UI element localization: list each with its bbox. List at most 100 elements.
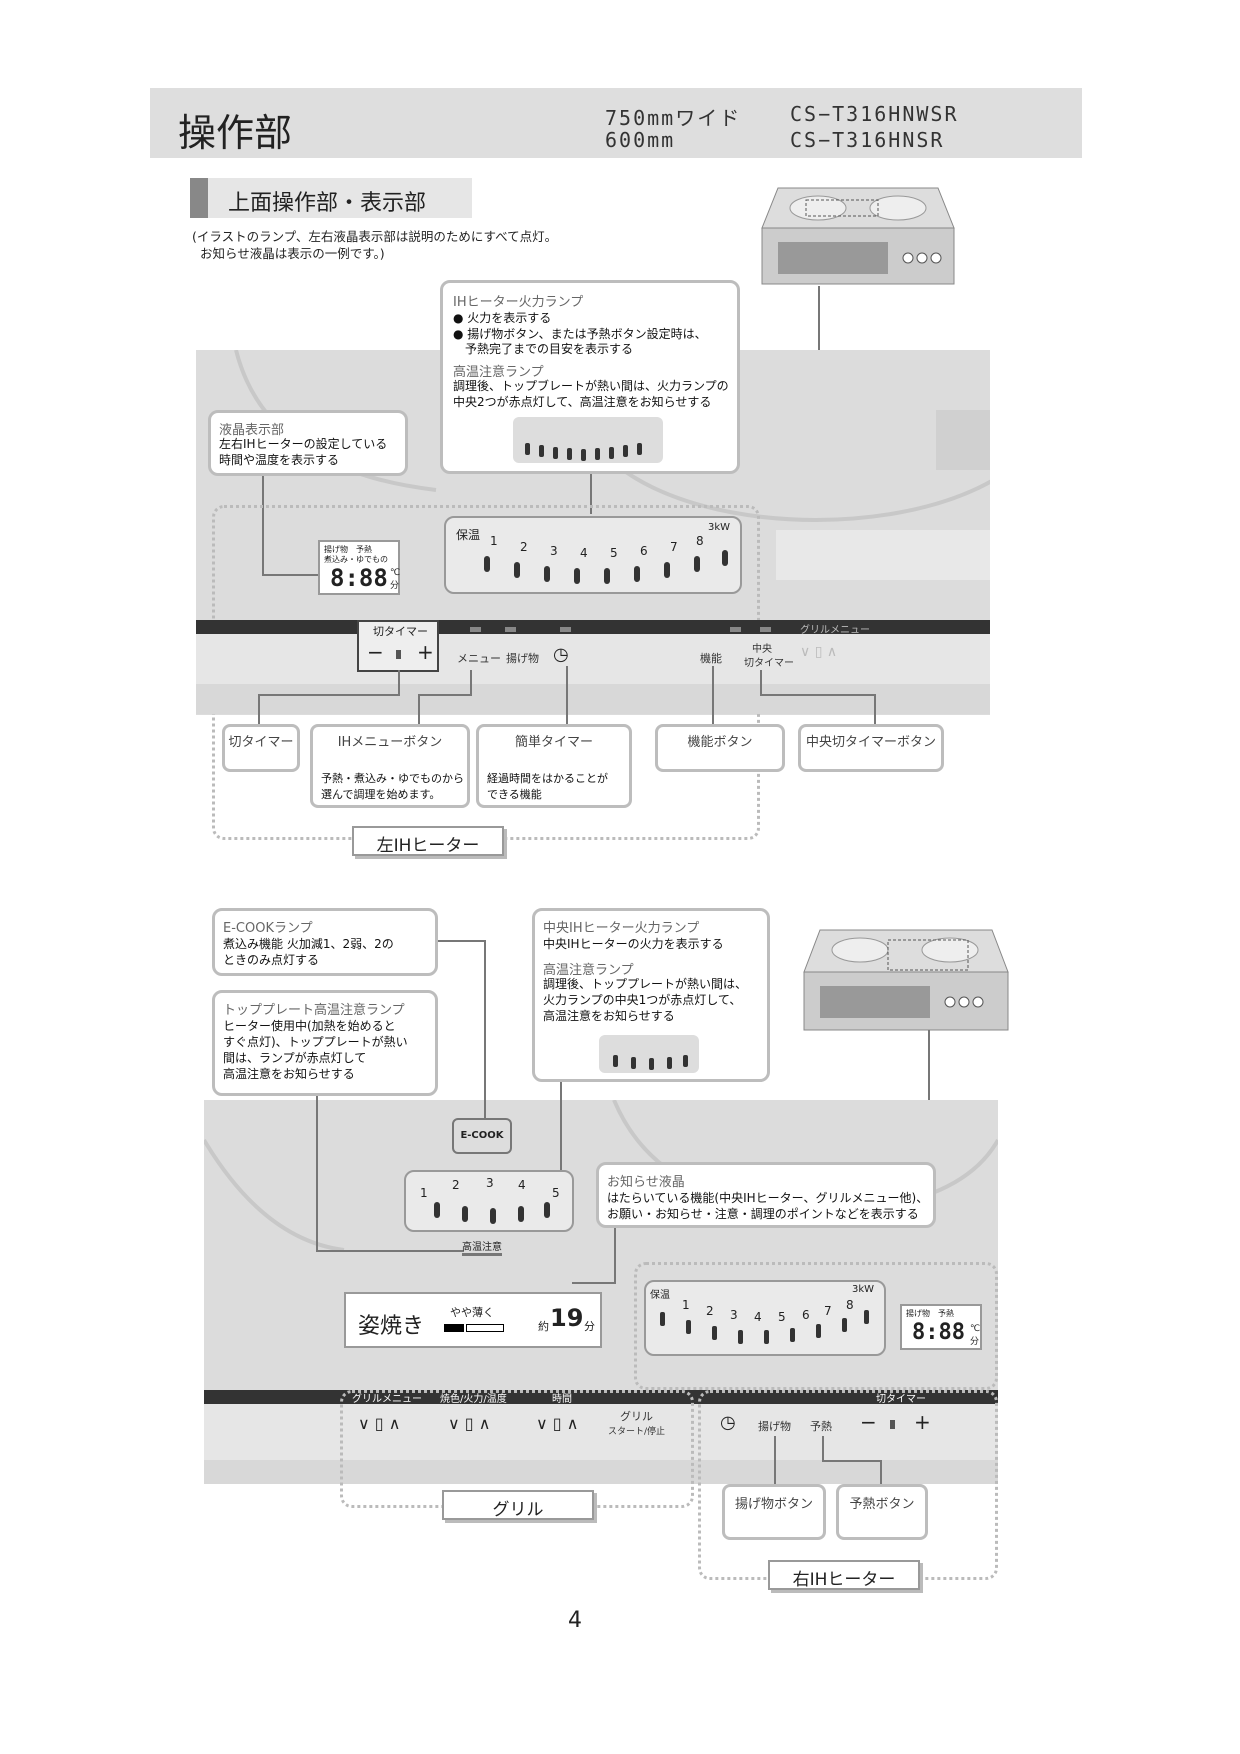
power-lamps — [484, 550, 728, 584]
stove-thumbnail-bottom — [803, 929, 1009, 1031]
right-timer-plus-button[interactable]: + — [914, 1410, 931, 1434]
callout-text: ときのみ点灯する — [223, 953, 320, 967]
indicator-lamp — [470, 627, 481, 632]
yonetsu-button[interactable]: 予熱 — [810, 1420, 832, 1433]
faded-arrows: ∨ ▯ ∧ — [800, 644, 838, 660]
section-note-2: お知らせ液晶は表示の一例です。) — [200, 246, 385, 261]
chuou-timer-button[interactable]: 中央 — [752, 644, 772, 655]
center-power-lamps — [434, 1202, 550, 1224]
indicator-lamp — [560, 627, 571, 632]
right-timer-indicator — [890, 1420, 895, 1429]
scale-label: 保温 — [650, 1290, 670, 1301]
scale-label: 7 — [824, 1304, 832, 1318]
ecook-badge: E-COOK — [452, 1118, 512, 1154]
callout-heading: 高温注意ランプ — [543, 963, 634, 978]
center-lamp-scale-icon — [599, 1035, 699, 1073]
oshirase-callout: お知らせ液晶 はたらいている機能(中央IHヒーター、グリルメニュー他)、 お願い… — [596, 1162, 936, 1228]
leader-line — [774, 1436, 776, 1490]
grill-start-button[interactable]: グリル — [620, 1410, 653, 1423]
scale-label: 1 — [682, 1298, 690, 1312]
callout-text: 中央2つが赤点灯して、高温注意をお知らせする — [453, 395, 712, 409]
callout-text: お願い・お知らせ・注意・調理のポイントなどを表示する — [607, 1207, 919, 1221]
timer-minus-button[interactable]: − — [367, 640, 384, 664]
scale-label: 6 — [640, 544, 648, 558]
lcd-mode-label: 揚げ物 予熱 — [324, 545, 372, 554]
scale-label: 4 — [518, 1178, 526, 1192]
callout-text: すぐ点灯)、トッププレートが熱い — [223, 1035, 408, 1049]
header-bar: 操作部 750mmワイド CS−T316HNWSR 600mm CS−T316H… — [150, 88, 1082, 158]
clock-icon[interactable]: ◷ — [553, 644, 569, 665]
scale-label: 5 — [778, 1310, 786, 1324]
right-timer-minus-button[interactable]: − — [860, 1410, 877, 1434]
section-title: 上面操作部・表示部 — [228, 191, 427, 216]
lcd-dish-name: 姿焼き — [358, 1314, 425, 1339]
scale-label: 3 — [730, 1308, 738, 1322]
callout-text: 調理後、トッププレートが熱い間は、 — [543, 977, 748, 991]
clock-icon[interactable]: ◷ — [720, 1412, 736, 1433]
yakiiro-arrows[interactable]: ∨ ▯ ∧ — [448, 1414, 491, 1433]
lcd-unit: ℃分 — [970, 1324, 981, 1347]
lcd-unit: 分 — [584, 1320, 595, 1333]
leader-line — [398, 670, 400, 696]
agemono-button-right[interactable]: 揚げ物 — [758, 1420, 791, 1433]
model-code-1: CS−T316HNWSR — [790, 102, 959, 126]
leader-line — [590, 474, 592, 514]
scale-label: 1 — [490, 534, 498, 548]
leader-line — [258, 694, 398, 696]
indicator-lamp — [505, 627, 516, 632]
leader-line — [822, 1436, 824, 1462]
callout-heading: トッププレート高温注意ランプ — [223, 1003, 405, 1018]
bottom-panel-illustration — [204, 1100, 998, 1430]
right-power-scale: 保温 1 2 3 4 5 6 7 8 3kW — [644, 1280, 886, 1356]
callout-heading: IHヒーター火力ランプ — [453, 295, 584, 310]
leader-line — [874, 694, 876, 730]
leader-line — [822, 1460, 882, 1462]
kinou-button[interactable]: 機能 — [700, 652, 722, 665]
leader-line — [560, 1082, 562, 1172]
strip-label: 焼色/火力/温度 — [440, 1394, 507, 1405]
menu-button[interactable]: メニュー — [457, 652, 501, 665]
lcd-digits: 8:88 — [330, 564, 388, 592]
scale-label: 保温 — [456, 528, 481, 542]
leader-line — [880, 1460, 882, 1490]
lamp-scale-icon — [513, 417, 663, 463]
center-ih-callout: 中央IHヒーター火力ランプ 中央IHヒーターの火力を表示する 高温注意ランプ 調… — [532, 908, 770, 1082]
scale-label: 3kW — [852, 1284, 875, 1295]
grill-start-label: スタート/停止 — [608, 1427, 666, 1437]
model-size-1: 750mmワイド — [605, 106, 742, 130]
label-title: 簡単タイマー — [514, 735, 593, 750]
strip-label: グリルメニュー — [352, 1394, 422, 1405]
left-timer-group: 切タイマー − + — [357, 620, 439, 672]
leader-line — [258, 694, 260, 730]
lcd-approx: 約 — [538, 1320, 549, 1333]
panel-bottom-2 — [204, 1460, 998, 1484]
scale-label: 5 — [610, 546, 618, 560]
label-kantan-timer: 簡単タイマー 経過時間をはかることが できる機能 — [476, 724, 632, 808]
leader-line — [262, 476, 264, 576]
leader-line — [418, 694, 470, 696]
callout-text: はたらいている機能(中央IHヒーター、グリルメニュー他)、 — [607, 1191, 929, 1205]
lcd-mode-label: 揚げ物 予熱 — [906, 1309, 954, 1318]
label-kinou-button: 機能ボタン — [655, 724, 785, 772]
section-note-1: (イラストのランプ、左右液晶表示部は説明のためにすべて点灯。 — [192, 229, 558, 244]
grill-menu-arrows[interactable]: ∨ ▯ ∧ — [358, 1414, 401, 1433]
left-power-scale: 保温 1 2 3 4 5 6 7 8 3kW — [444, 516, 742, 594]
scale-label: 1 — [420, 1186, 428, 1200]
scale-label: 2 — [452, 1178, 460, 1192]
agemono-button[interactable]: 揚げ物 — [506, 652, 539, 665]
left-heater-label: 左IHヒーター — [352, 826, 504, 856]
leader-line — [572, 1282, 616, 1284]
leader-line — [316, 1096, 318, 1250]
scale-label: 2 — [706, 1304, 714, 1318]
jikan-arrows[interactable]: ∨ ▯ ∧ — [536, 1414, 579, 1433]
leader-line — [438, 940, 484, 942]
callout-text: ● 揚げ物ボタン、または予熱ボタン設定時は、 — [453, 327, 707, 341]
control-dark-strip-bottom — [204, 1390, 998, 1404]
label-desc: 選んで調理を始めます。 — [321, 788, 441, 801]
scale-label: 3 — [550, 544, 558, 558]
section-title-box: 上面操作部・表示部 — [190, 178, 472, 218]
lcd-unit: ℃分 — [390, 568, 401, 591]
timer-plus-button[interactable]: + — [417, 640, 434, 664]
scale-label: 8 — [846, 1298, 854, 1312]
leader-line — [818, 286, 820, 356]
